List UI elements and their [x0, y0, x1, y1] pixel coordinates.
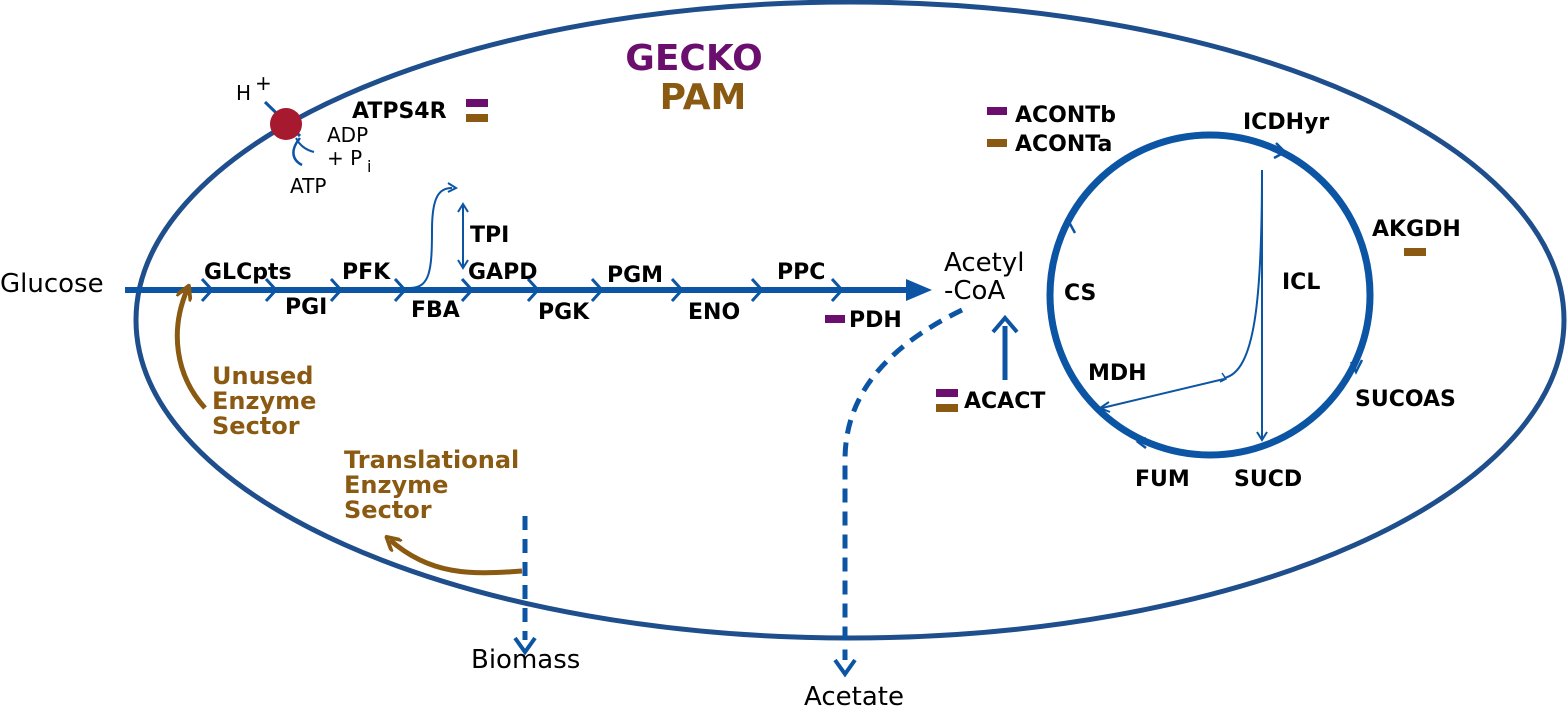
sector-translational-line1: Translational: [344, 446, 519, 474]
biomass-arrowhead: [513, 636, 537, 656]
metabolite-acetate: Acetate: [804, 682, 904, 708]
cell-membrane: [133, 0, 1567, 641]
pi-subscript: i: [367, 157, 371, 176]
acetate-flux: [842, 307, 964, 660]
glycolysis-arrowhead: [906, 279, 932, 301]
glycolysis-chevrons: [200, 277, 845, 303]
unused-sector-arrow: [174, 290, 207, 410]
proton-charge: +: [255, 71, 272, 95]
akgdh-pam-marker: [1404, 248, 1426, 256]
sector-unused-line1: Unused: [212, 362, 313, 390]
aconta-pam-marker: [987, 139, 1007, 147]
fba-branch-head: [447, 182, 459, 193]
tpi-arrow-bottom: [457, 259, 469, 270]
metabolite-glucose: Glucose: [0, 269, 104, 299]
translational-sector-arrow: [390, 540, 523, 576]
metabolite-acetyl-coa-line2: -CoA: [944, 276, 1005, 306]
enzyme-pdh: PDH: [849, 308, 902, 333]
tpi-arrow-top: [457, 202, 469, 213]
adp-arrow: [295, 137, 315, 153]
enzyme-icdhyr: ICDHyr: [1243, 110, 1329, 135]
enzyme-atps4r: ATPS4R: [352, 99, 447, 124]
legend-pam: PAM: [660, 77, 747, 118]
atps4r-pam-marker: [466, 114, 488, 122]
sector-unused-line2: Enzyme: [212, 387, 316, 415]
pdh-gecko-marker: [825, 315, 845, 323]
acetate-arrowhead: [833, 658, 857, 678]
tca-cycle: [1046, 131, 1374, 459]
legend-gecko: GECKO: [625, 38, 762, 79]
enzyme-ppc: PPC: [777, 260, 825, 285]
acact-gecko-marker: [936, 389, 958, 397]
acontb-gecko-marker: [987, 107, 1007, 115]
enzyme-gapd: GAPD: [468, 260, 537, 285]
enzyme-fum: FUM: [1135, 467, 1190, 492]
sector-unused-line3: Sector: [212, 412, 300, 440]
enzyme-sucd: SUCD: [1234, 467, 1302, 492]
enzyme-pgm: PGM: [607, 263, 663, 288]
enzyme-akgdh: AKGDH: [1372, 217, 1461, 242]
enzyme-pfk: PFK: [342, 260, 391, 285]
icl-branch-head: [1219, 372, 1228, 383]
sector-translational-line3: Sector: [344, 496, 432, 524]
pi-label: + P: [327, 146, 362, 170]
enzyme-pgk: PGK: [538, 300, 590, 325]
icl-arrowhead: [1256, 431, 1268, 442]
proton-label: H: [236, 81, 251, 105]
acact-pam-marker: [936, 404, 958, 412]
metabolite-acetyl-coa-line1: Acetyl: [944, 248, 1024, 278]
acact-arrowhead: [991, 314, 1019, 334]
enzyme-sucoas: SUCOAS: [1355, 387, 1456, 412]
tca-chevrons: [1062, 142, 1364, 449]
enzyme-eno: ENO: [688, 300, 740, 325]
mdh-flux: [1101, 378, 1225, 409]
enzyme-aconta: ACONTa: [1015, 132, 1112, 157]
atps4r-gecko-marker: [466, 99, 488, 107]
enzyme-pgi: PGI: [285, 295, 327, 320]
atp-synthase-icon: [270, 108, 302, 140]
adp-label: ADP: [327, 123, 368, 147]
enzyme-mdh: MDH: [1088, 361, 1147, 386]
fba-branch-curve: [409, 187, 453, 289]
sector-translational-line2: Enzyme: [344, 471, 448, 499]
enzyme-glcpts: GLCpts: [204, 260, 292, 285]
metabolite-biomass: Biomass: [471, 645, 580, 675]
enzyme-fba: FBA: [411, 298, 460, 323]
icl-branch-curve: [1223, 169, 1263, 379]
atp-label: ATP: [290, 174, 326, 198]
enzyme-tpi: TPI: [470, 223, 509, 248]
mdh-arrowhead: [1097, 401, 1111, 413]
enzyme-acontb: ACONTb: [1015, 103, 1116, 128]
enzyme-icl: ICL: [1282, 270, 1320, 295]
enzyme-acact: ACACT: [964, 389, 1045, 414]
enzyme-cs: CS: [1064, 281, 1096, 306]
